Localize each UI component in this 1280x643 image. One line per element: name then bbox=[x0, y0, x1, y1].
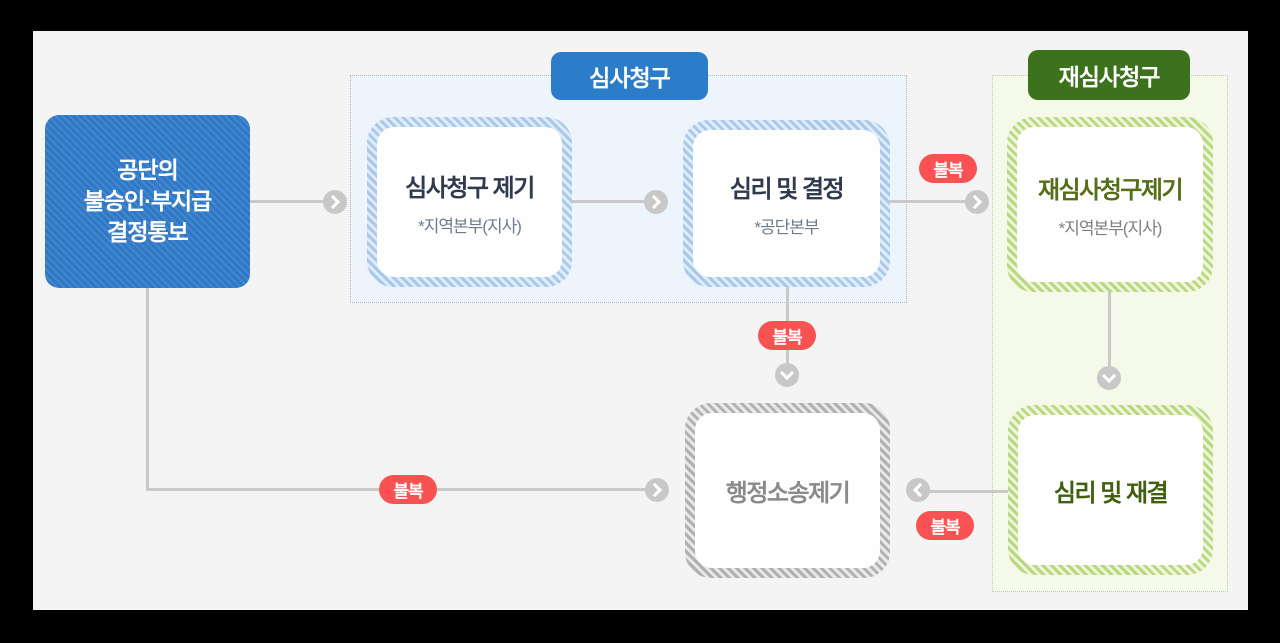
section-title-review-label: 심사청구 bbox=[589, 65, 671, 91]
chevron-right-icon bbox=[645, 478, 669, 502]
chevron-down-icon bbox=[1097, 366, 1121, 390]
node-admin-lawsuit: 행정소송제기 bbox=[685, 403, 890, 578]
chevron-left-icon bbox=[906, 478, 930, 502]
appeal-badge-label: 불복 bbox=[930, 518, 960, 537]
appeal-badge-label: 불복 bbox=[393, 482, 423, 501]
diagram-content-area: 불복 불복 불복 불복 심사청구 재심사청구 공단의 불승인·부지급 결정통보 … bbox=[33, 31, 1248, 610]
connector-reexamfile-to-reexamdecide bbox=[1108, 292, 1111, 380]
node-decision-line1: 공단의 bbox=[117, 157, 178, 183]
section-title-reexam: 재심사청구 bbox=[1028, 50, 1190, 100]
node-decision-line3: 결정통보 bbox=[107, 219, 189, 245]
chevron-down-icon bbox=[775, 363, 799, 387]
appeal-badge: 불복 bbox=[916, 511, 974, 540]
section-title-reexam-label: 재심사청구 bbox=[1058, 64, 1161, 90]
node-reexam-filing-subtitle: *지역본부(지사) bbox=[1058, 219, 1163, 238]
chevron-right-icon bbox=[323, 190, 347, 214]
node-review-decision: 심리 및 결정 *공단본부 bbox=[683, 120, 890, 287]
connector-decision-to-reviewfile bbox=[250, 200, 331, 203]
chevron-right-icon bbox=[965, 190, 989, 214]
section-title-review: 심사청구 bbox=[551, 52, 708, 100]
node-reexam-filing-title: 재심사청구제기 bbox=[1037, 177, 1184, 204]
node-review-filing-subtitle: *지역본부(지사) bbox=[418, 216, 522, 236]
appeal-badge: 불복 bbox=[758, 321, 816, 350]
node-review-decision-subtitle: *공단본부 bbox=[754, 218, 819, 237]
appeal-badge: 불복 bbox=[379, 475, 437, 504]
connector-reexamdecide-to-lawsuit bbox=[918, 490, 1008, 493]
node-reexam-filing: 재심사청구제기 *지역본부(지사) bbox=[1007, 117, 1213, 292]
connector-reviewdecide-to-reexamfile bbox=[890, 200, 978, 203]
node-decision-notice: 공단의 불승인·부지급 결정통보 bbox=[45, 115, 250, 288]
node-review-filing-title: 심사청구 제기 bbox=[405, 174, 535, 202]
appeal-badge-label: 불복 bbox=[933, 161, 963, 180]
node-decision-line2: 불승인·부지급 bbox=[83, 188, 213, 214]
connector-decision-down bbox=[146, 288, 149, 491]
appeal-badge-label: 불복 bbox=[772, 328, 802, 347]
node-reexam-ruling-title: 심리 및 재결 bbox=[1053, 479, 1169, 507]
appeal-badge: 불복 bbox=[919, 154, 977, 183]
node-review-filing: 심사청구 제기 *지역본부(지사) bbox=[367, 117, 572, 287]
node-reexam-ruling: 심리 및 재결 bbox=[1008, 405, 1213, 575]
chevron-right-icon bbox=[644, 190, 668, 214]
connector-reviewfile-to-reviewdecide bbox=[572, 200, 656, 203]
node-review-decision-title: 심리 및 결정 bbox=[729, 176, 845, 203]
node-admin-lawsuit-title: 행정소송제기 bbox=[725, 480, 851, 507]
